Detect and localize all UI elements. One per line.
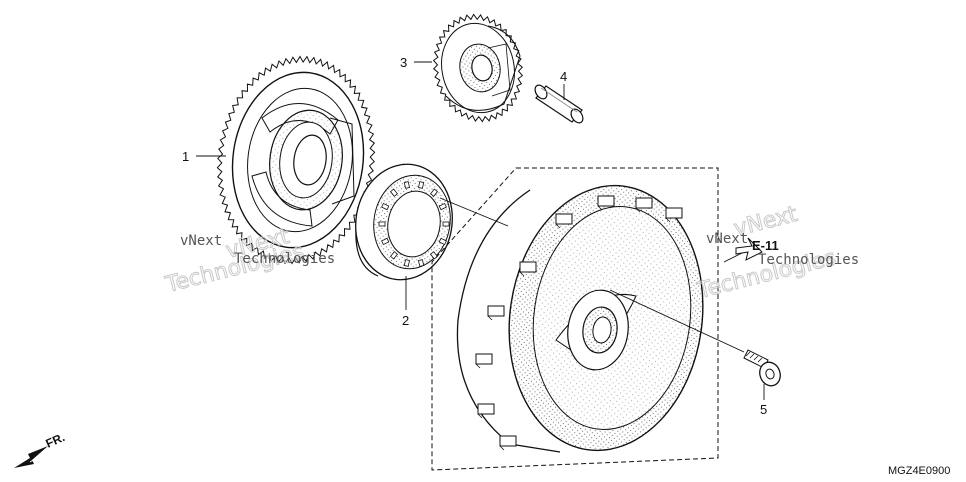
one-way-clutch <box>355 163 453 281</box>
watermark-small-right-2: Technologies <box>758 252 859 268</box>
watermark-small-right-1: vNext <box>706 231 748 247</box>
callout-5: 5 <box>760 402 767 417</box>
flywheel-bolt <box>743 349 781 387</box>
idle-gear-shaft <box>534 84 584 124</box>
front-direction-arrow <box>14 446 48 468</box>
starter-driven-gear <box>216 55 376 265</box>
callout-1: 1 <box>182 149 189 164</box>
callout-2: 2 <box>402 313 409 328</box>
leader-lines <box>196 61 765 400</box>
callout-4: 4 <box>560 69 567 84</box>
reference-label: E-11 <box>752 238 779 253</box>
flywheel <box>431 167 719 471</box>
reference-arrow <box>735 237 763 261</box>
drawing-code: MGZ4E0900 <box>888 465 950 477</box>
front-direction-label: FR. <box>44 430 67 451</box>
watermark-small-left-1: vNext <box>180 233 222 249</box>
watermark-small-left-2: Technologies <box>234 251 335 267</box>
starter-idle-gear <box>432 13 524 123</box>
callout-3: 3 <box>400 55 407 70</box>
